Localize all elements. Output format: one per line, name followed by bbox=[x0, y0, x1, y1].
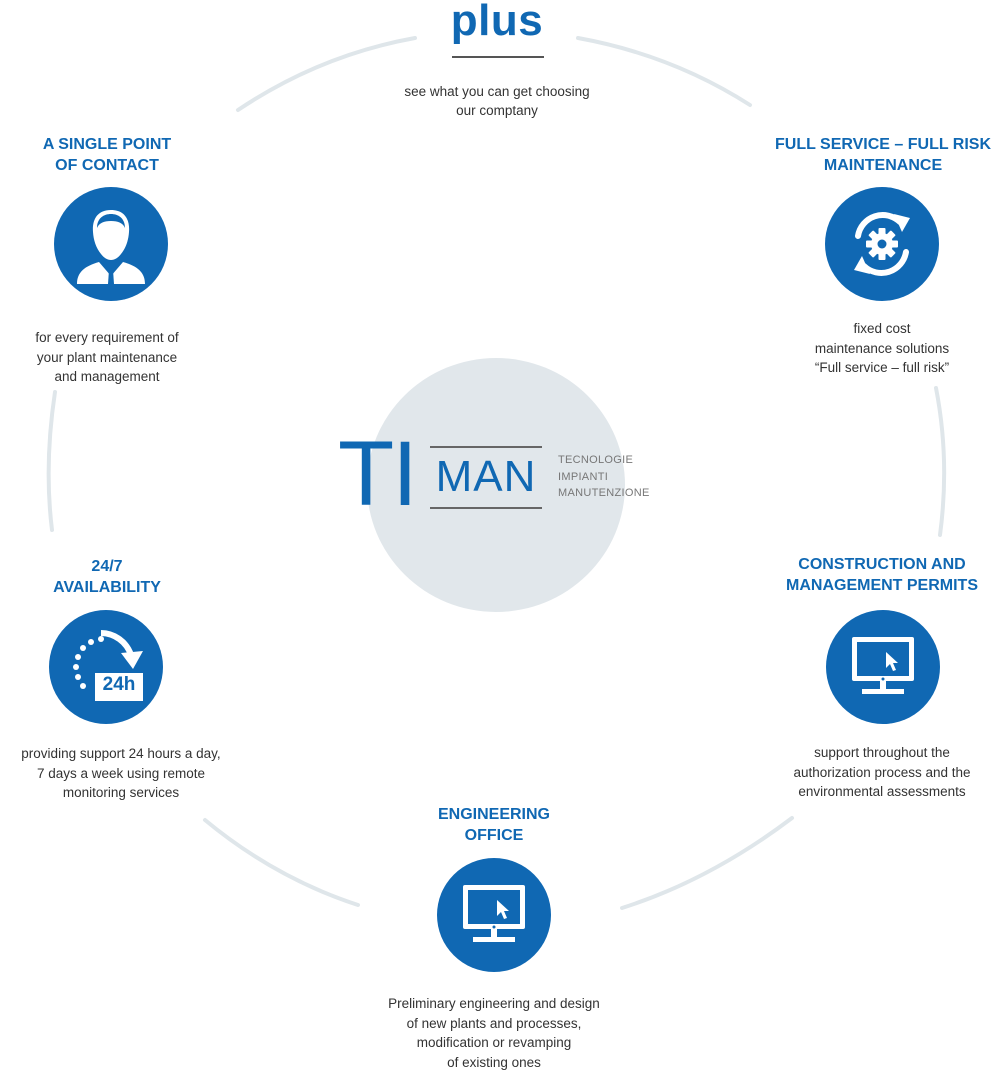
node-title-line: OF CONTACT bbox=[55, 157, 159, 174]
node-desc-line: “Full service – full risk” bbox=[814, 360, 950, 375]
node-desc-line: modification or revamping bbox=[416, 1035, 572, 1050]
ring-arc-top-right bbox=[576, 36, 752, 107]
node-desc-line: of existing ones bbox=[447, 1054, 541, 1070]
ring-arc-left bbox=[46, 390, 57, 532]
node-title-line: A SINGLE POINT bbox=[42, 136, 172, 153]
node-desc-availability: providing support 24 hours a day, 7 days… bbox=[0, 744, 242, 803]
ring-arc-right bbox=[934, 386, 947, 537]
ring-arc-bottom-left bbox=[203, 818, 360, 907]
node-title-line: ENGINEERING bbox=[437, 806, 550, 823]
logo-line-bottom bbox=[430, 507, 542, 509]
node-title-line: CONSTRUCTION AND bbox=[798, 556, 966, 573]
monitor-icon bbox=[826, 610, 940, 724]
subtitle-line: our comptany bbox=[456, 103, 538, 118]
center-circle bbox=[367, 358, 625, 612]
node-desc-line: providing support 24 hours a day, bbox=[21, 746, 221, 761]
monitor-icon bbox=[437, 858, 551, 972]
logo-subtitle: TECNOLOGIE IMPIANTI MANUTENZIONE bbox=[558, 452, 650, 502]
node-desc-line: authorization process and the bbox=[793, 764, 971, 780]
node-desc-engineering: Preliminary engineering and design of ne… bbox=[354, 994, 634, 1072]
node-desc-line: and management bbox=[54, 369, 160, 384]
node-title-permits: CONSTRUCTION AND MANAGEMENT PERMITS bbox=[762, 554, 994, 596]
node-title-line: FULL SERVICE – FULL RISK bbox=[774, 136, 992, 153]
logo-mark-man: MAN bbox=[435, 452, 537, 501]
node-desc-line: 7 days a week using remote bbox=[36, 765, 206, 781]
node-desc-line: monitoring services bbox=[62, 785, 180, 800]
node-desc-line: for every requirement of bbox=[35, 330, 179, 345]
logo-sub-line: IMPIANTI bbox=[558, 470, 609, 483]
person-icon bbox=[54, 187, 168, 301]
node-title-line: MANAGEMENT PERMITS bbox=[786, 577, 978, 594]
page-subtitle: see what you can get choosing our compta… bbox=[360, 82, 634, 120]
node-desc-permits: support throughout the authorization pro… bbox=[762, 743, 994, 802]
ring-arc-top-left bbox=[236, 36, 417, 112]
title-underline bbox=[452, 56, 544, 58]
node-desc-fullservice: fixed cost maintenance solutions “Full s… bbox=[762, 319, 994, 378]
page-title: plus bbox=[450, 0, 544, 45]
logo-sub-line: MANUTENZIONE bbox=[558, 487, 650, 499]
node-title-engineering: ENGINEERING OFFICE bbox=[374, 804, 614, 846]
node-title-line: OFFICE bbox=[464, 827, 524, 844]
node-desc-line: Preliminary engineering and design bbox=[388, 996, 600, 1011]
logo-line-top bbox=[430, 446, 542, 448]
node-title-line: AVAILABILITY bbox=[53, 579, 161, 596]
gear-cycle-icon bbox=[825, 187, 939, 301]
node-desc-line: support throughout the bbox=[814, 745, 950, 760]
node-desc-line: your plant maintenance bbox=[36, 349, 178, 365]
node-title-availability: 24/7 AVAILABILITY bbox=[7, 556, 207, 598]
availability-24h-label: 24h bbox=[102, 674, 136, 695]
node-desc-contact: for every requirement of your plant main… bbox=[7, 328, 207, 387]
ring-arc-bottom-right bbox=[620, 816, 794, 910]
logo-sub-line: TECNOLOGIE bbox=[558, 454, 634, 466]
node-desc-line: fixed cost bbox=[853, 321, 911, 336]
node-title-line: 24/7 bbox=[91, 558, 123, 575]
node-title-fullservice: FULL SERVICE – FULL RISK MAINTENANCE bbox=[757, 134, 994, 176]
node-title-line: MAINTENANCE bbox=[823, 157, 943, 174]
node-title-contact: A SINGLE POINT OF CONTACT bbox=[7, 134, 207, 176]
node-desc-line: environmental assessments bbox=[798, 784, 966, 799]
logo-mark-ti: TI bbox=[338, 423, 418, 525]
subtitle-line: see what you can get choosing bbox=[404, 84, 590, 99]
clock-24h-icon: 24h bbox=[49, 610, 163, 724]
node-desc-line: maintenance solutions bbox=[814, 340, 950, 356]
node-desc-line: of new plants and processes, bbox=[406, 1015, 582, 1031]
